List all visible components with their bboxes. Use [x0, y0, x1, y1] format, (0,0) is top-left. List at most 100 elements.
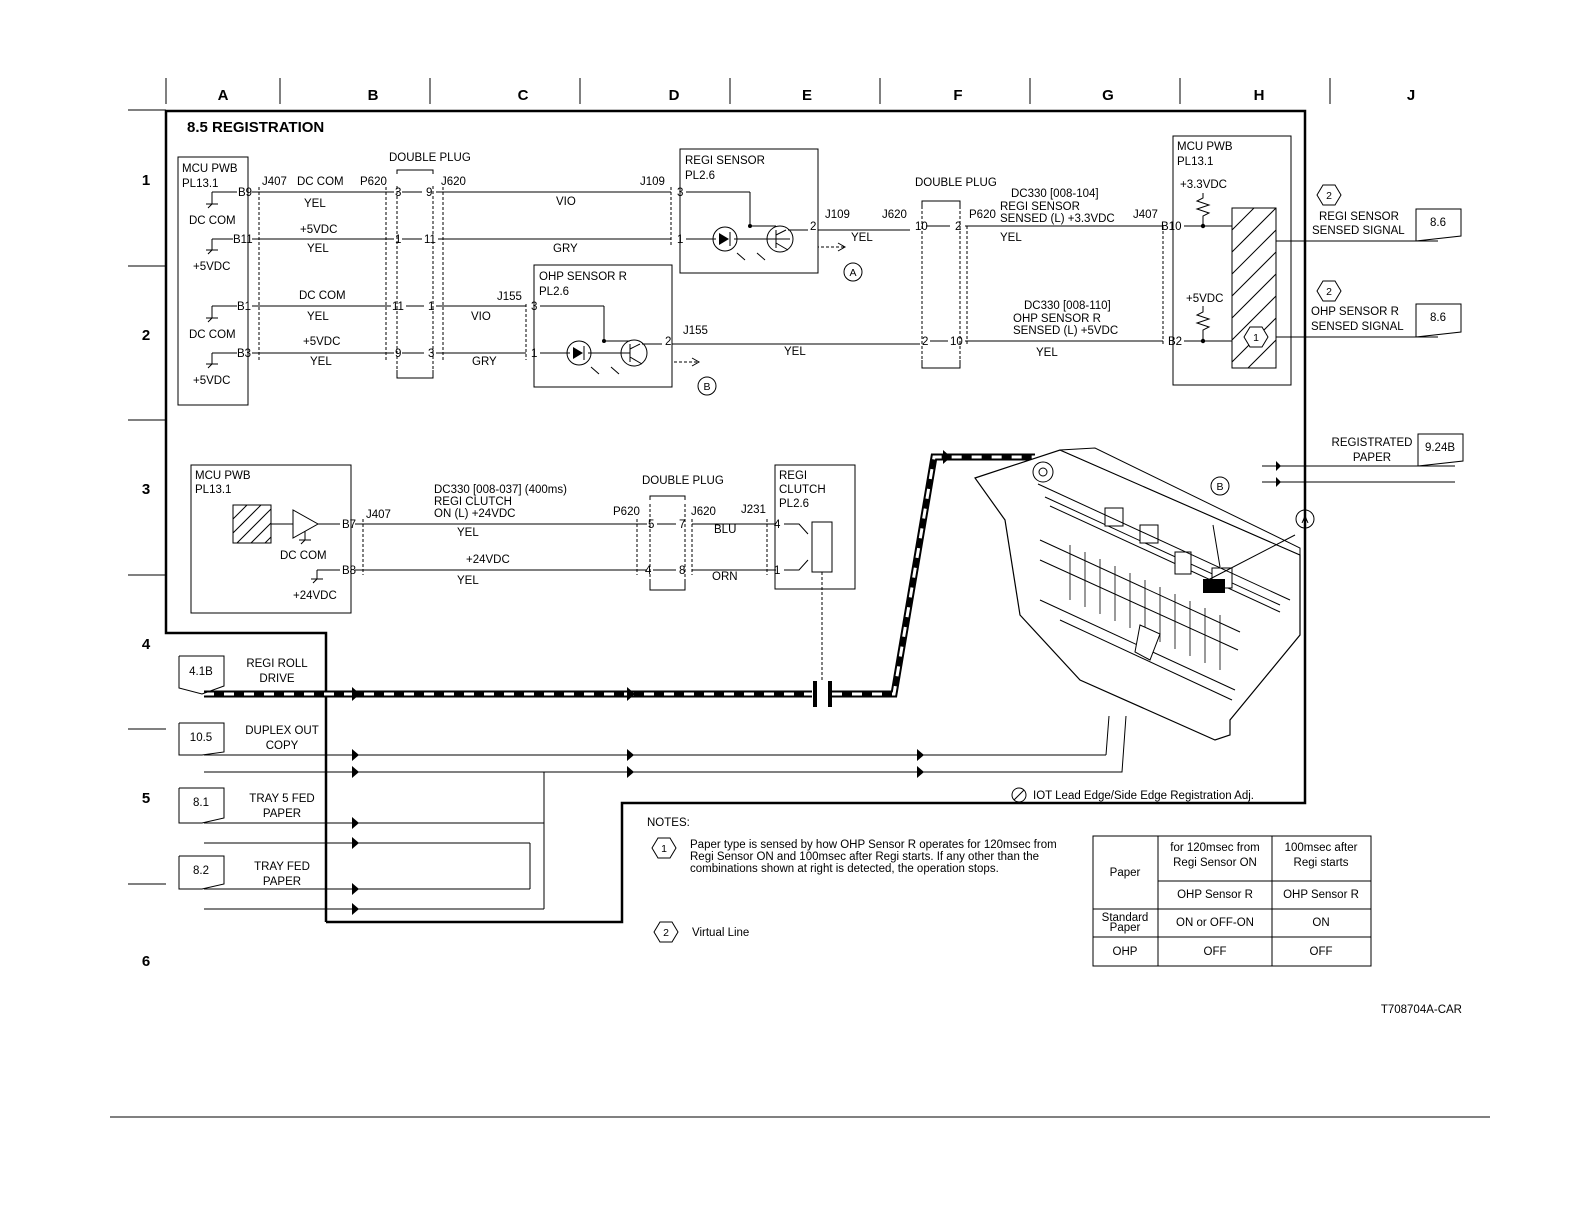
output-regi-sensor-signal: 2 REGI SENSOR SENSED SIGNAL 8.6 — [1276, 184, 1462, 242]
svg-text:DC COM: DC COM — [280, 550, 327, 562]
svg-text:DC330 [008-037] (400ms): DC330 [008-037] (400ms) — [434, 484, 567, 496]
svg-text:SENSED (L) +5VDC: SENSED (L) +5VDC — [1013, 325, 1118, 337]
svg-text:BLU: BLU — [714, 524, 736, 536]
svg-text:YEL: YEL — [457, 527, 479, 539]
wires-left: DC COM YEL VIO +5VDC YEL GRY DC COM YEL … — [252, 176, 671, 368]
svg-text:B9: B9 — [238, 187, 252, 199]
svg-text:B11: B11 — [233, 234, 253, 246]
svg-text:VIO: VIO — [556, 196, 576, 208]
row-label-3: 3 — [142, 481, 150, 498]
svg-text:A: A — [849, 267, 856, 279]
svg-text:PL13.1: PL13.1 — [182, 178, 218, 190]
svg-text:TRAY 5 FED: TRAY 5 FED — [249, 793, 314, 805]
svg-text:PL2.6: PL2.6 — [539, 286, 569, 298]
svg-text:OFF: OFF — [1204, 946, 1227, 958]
column-grid: A B C D E F G H J — [165, 78, 1415, 104]
svg-text:P620: P620 — [969, 209, 996, 221]
mcu-pwb-left: MCU PWB PL13.1 B9 B11 B1 B3 DC COM +5VDC… — [177, 156, 253, 406]
svg-text:YEL: YEL — [784, 346, 806, 358]
svg-text:A: A — [1301, 514, 1308, 526]
svg-text:DOUBLE PLUG: DOUBLE PLUG — [389, 152, 471, 164]
svg-text:B7: B7 — [342, 519, 356, 531]
svg-text:10: 10 — [950, 336, 963, 348]
svg-text:GRY: GRY — [553, 243, 578, 255]
svg-text:1: 1 — [428, 301, 434, 313]
svg-text:YEL: YEL — [851, 232, 873, 244]
row-label-6: 6 — [142, 953, 150, 970]
svg-text:B10: B10 — [1161, 221, 1181, 233]
col-label-f: F — [953, 87, 962, 104]
svg-text:Paper: Paper — [1110, 922, 1141, 934]
svg-text:GRY: GRY — [472, 356, 497, 368]
svg-text:SENSED SIGNAL: SENSED SIGNAL — [1312, 225, 1405, 237]
svg-text:REGI CLUTCH: REGI CLUTCH — [434, 496, 512, 508]
regi-clutch: REGI CLUTCH PL2.6 4 1 — [774, 464, 856, 680]
svg-text:PL13.1: PL13.1 — [1177, 156, 1213, 168]
svg-text:PL2.6: PL2.6 — [779, 498, 809, 510]
col-label-c: C — [518, 87, 529, 104]
svg-text:ORN: ORN — [712, 571, 738, 583]
svg-text:7: 7 — [679, 519, 685, 531]
input-refs: 4.1B REGI ROLL DRIVE 10.5 DUPLEX OUT COP… — [178, 655, 319, 890]
svg-text:REGI SENSOR: REGI SENSOR — [1319, 211, 1399, 223]
svg-text:100msec after: 100msec after — [1285, 842, 1358, 854]
hatch-right — [1231, 207, 1277, 369]
output-ohp-sensor-signal: 2 OHP SENSOR R SENSED SIGNAL 8.6 — [1276, 280, 1462, 338]
svg-text:DC COM: DC COM — [299, 290, 346, 302]
svg-text:B1: B1 — [237, 301, 251, 313]
svg-text:for 120msec from: for 120msec from — [1170, 842, 1259, 854]
svg-text:OHP Sensor R: OHP Sensor R — [1283, 889, 1359, 901]
svg-text:5: 5 — [648, 519, 654, 531]
svg-text:DOUBLE PLUG: DOUBLE PLUG — [915, 177, 997, 189]
svg-text:1: 1 — [395, 234, 401, 246]
row-label-1: 1 — [142, 172, 150, 189]
main-frame — [164, 109, 1307, 924]
svg-text:VIO: VIO — [471, 311, 491, 323]
svg-text:YEL: YEL — [457, 575, 479, 587]
svg-text:B3: B3 — [237, 348, 251, 360]
svg-text:OHP SENSOR R: OHP SENSOR R — [1311, 306, 1399, 318]
svg-text:NOTES:: NOTES: — [647, 817, 690, 829]
svg-text:3: 3 — [395, 187, 401, 199]
svg-text:8.1: 8.1 — [193, 797, 209, 809]
svg-text:DC COM: DC COM — [189, 215, 236, 227]
svg-text:3: 3 — [677, 187, 683, 199]
svg-text:+5VDC: +5VDC — [303, 336, 340, 348]
svg-text:combinations shown at right is: combinations shown at right is detected,… — [690, 863, 999, 875]
notes: NOTES: 1 Paper type is sensed by how OHP… — [647, 817, 1057, 943]
svg-text:B2: B2 — [1168, 336, 1182, 348]
col-label-g: G — [1102, 87, 1114, 104]
svg-text:B8: B8 — [342, 565, 356, 577]
svg-text:J620: J620 — [691, 506, 716, 518]
svg-text:ON or OFF-ON: ON or OFF-ON — [1176, 917, 1254, 929]
svg-text:2: 2 — [1326, 190, 1332, 202]
svg-text:PAPER: PAPER — [263, 876, 301, 888]
svg-text:MCU PWB: MCU PWB — [182, 163, 238, 175]
svg-text:+24VDC: +24VDC — [466, 554, 510, 566]
svg-text:YEL: YEL — [1000, 232, 1022, 244]
svg-text:+5VDC: +5VDC — [193, 375, 230, 387]
svg-text:J155: J155 — [497, 291, 522, 303]
svg-text:Regi Sensor ON: Regi Sensor ON — [1173, 857, 1257, 869]
svg-text:CLUTCH: CLUTCH — [779, 484, 826, 496]
svg-text:J109: J109 — [640, 176, 665, 188]
svg-text:4: 4 — [645, 565, 652, 577]
drawing-id: T708704A-CAR — [1381, 1004, 1462, 1016]
svg-text:REGI SENSOR: REGI SENSOR — [685, 155, 765, 167]
svg-text:J620: J620 — [882, 209, 907, 221]
svg-text:DRIVE: DRIVE — [259, 673, 294, 685]
svg-text:P620: P620 — [613, 506, 640, 518]
svg-text:TRAY FED: TRAY FED — [254, 861, 310, 873]
svg-text:2: 2 — [663, 927, 669, 939]
svg-text:REGI SENSOR: REGI SENSOR — [1000, 201, 1080, 213]
svg-text:PL2.6: PL2.6 — [685, 170, 715, 182]
svg-text:MCU PWB: MCU PWB — [195, 470, 251, 482]
row-label-4: 4 — [142, 636, 151, 653]
svg-text:1: 1 — [774, 565, 780, 577]
svg-text:2: 2 — [810, 221, 816, 233]
svg-text:9.24B: 9.24B — [1425, 442, 1455, 454]
svg-text:ON (L) +24VDC: ON (L) +24VDC — [434, 508, 515, 520]
svg-text:OHP Sensor R: OHP Sensor R — [1177, 889, 1253, 901]
regi-sensor: REGI SENSOR PL2.6 3 1 2 — [677, 148, 819, 274]
svg-text:+3.3VDC: +3.3VDC — [1180, 179, 1227, 191]
